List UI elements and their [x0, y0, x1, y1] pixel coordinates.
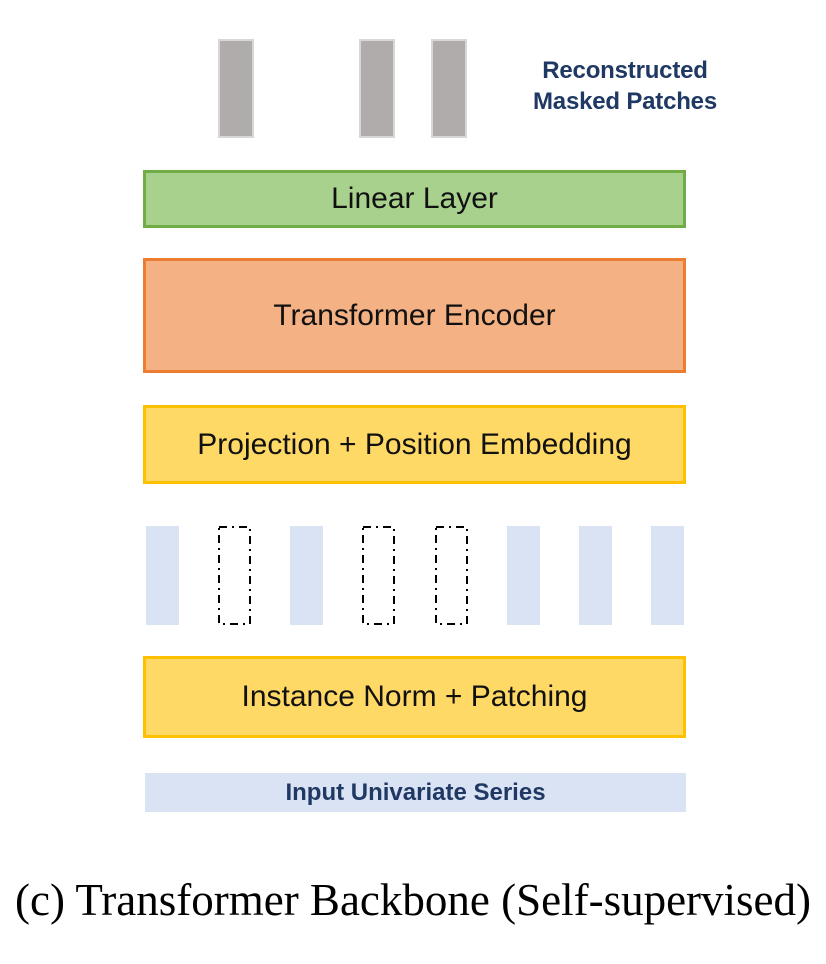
linear-layer-label: Linear Layer [331, 182, 498, 215]
patch-row [146, 526, 684, 625]
input-univariate-series-label: Input Univariate Series [285, 778, 546, 806]
reconstructed-patch [218, 39, 254, 138]
instance-norm-patching-box: Instance Norm + Patching [143, 656, 686, 738]
projection-position-embedding-label: Projection + Position Embedding [197, 427, 632, 461]
figure-caption: (c) Transformer Backbone (Self-supervise… [14, 875, 812, 925]
visible-patch [650, 526, 684, 625]
reconstructed-label-line1: Reconstructed [542, 57, 708, 84]
reconstructed-label-line2: Masked Patches [533, 88, 717, 115]
reconstructed-patch [431, 39, 467, 138]
reconstructed-masked-patches-label: Reconstructed Masked Patches [500, 55, 750, 117]
visible-patch [578, 526, 612, 625]
linear-layer-box: Linear Layer [143, 170, 686, 228]
reconstructed-patch [359, 39, 395, 138]
transformer-encoder-label: Transformer Encoder [273, 298, 556, 332]
visible-patch [506, 526, 540, 625]
visible-patch [290, 526, 324, 625]
masked-patch [362, 526, 396, 625]
instance-norm-patching-label: Instance Norm + Patching [241, 680, 588, 713]
input-univariate-series-bar: Input Univariate Series [145, 773, 686, 812]
masked-patch [434, 526, 468, 625]
transformer-encoder-box: Transformer Encoder [143, 258, 686, 373]
projection-position-embedding-box: Projection + Position Embedding [143, 405, 686, 484]
visible-patch [146, 526, 179, 625]
masked-patch [218, 526, 252, 625]
